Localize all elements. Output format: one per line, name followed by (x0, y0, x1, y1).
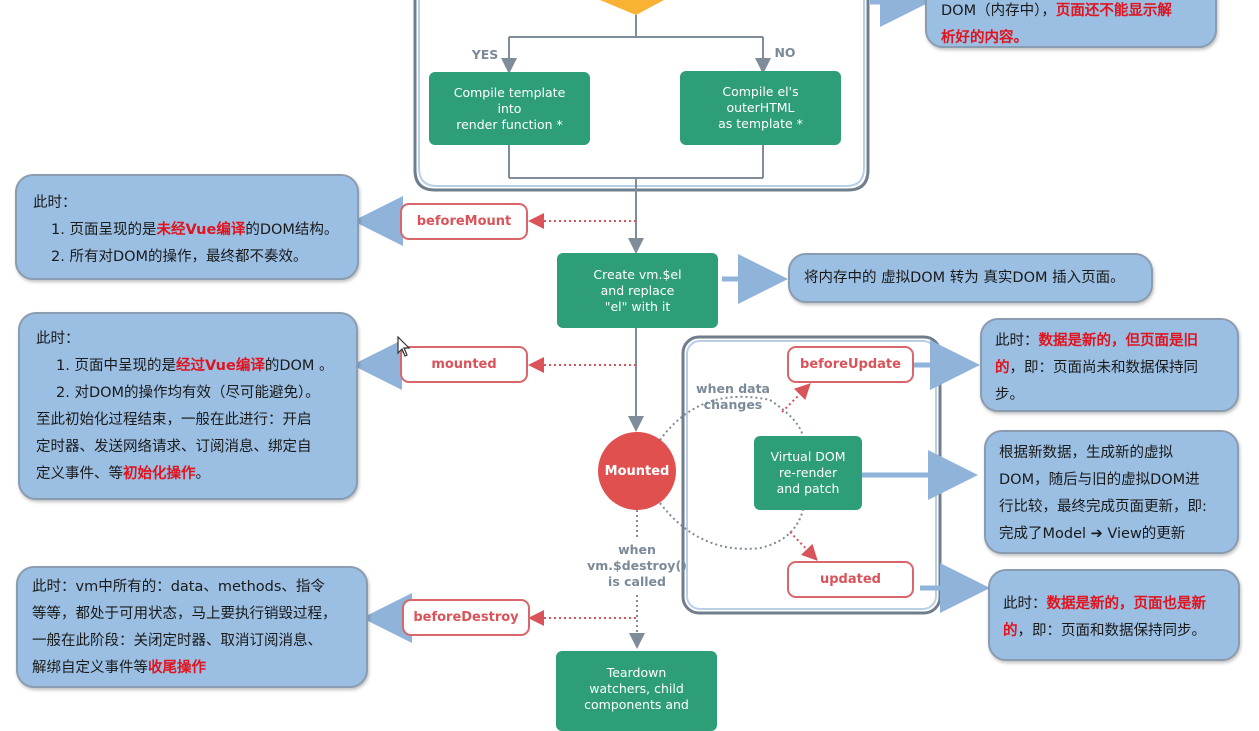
note-before-destroy: 此时：vm中所有的：data、methods、指令 等等，都处于可用状态，马上要… (16, 566, 368, 688)
note-mounted: 此时： 1. 页面中呈现的是经过Vue编译的DOM 。 2. 对DOM的操作均有… (18, 312, 358, 500)
no-label: NO (774, 45, 796, 60)
note-text: 此时： (1003, 596, 1047, 612)
note-text: 至此初始化过程结束，一般在此进行：开启 (36, 412, 312, 428)
mouse-cursor-icon (397, 336, 411, 357)
note-text: 解绑自定义事件等 (32, 660, 148, 676)
note-text: 1. 页面呈现的是 (51, 222, 157, 238)
note-text: 步。 (995, 387, 1024, 403)
hook-mounted[interactable]: mounted (400, 346, 528, 383)
note-text: ，即：页面和数据保持同步。 (1017, 623, 1207, 639)
note-text: DOM（内存中）， (941, 3, 1056, 19)
note-text: 此时：vm中所有的：data、methods、指令 (32, 579, 325, 595)
note-virtual-dom: 根据新数据，生成新的虚拟 DOM，随后与旧的虚拟DOM进 行比较，最终完成页面更… (984, 430, 1239, 554)
note-text: ，即：页面尚未和数据保持同 (1009, 360, 1199, 376)
note-emphasis: 数据是新的，但页面是旧 (1038, 333, 1199, 349)
note-text: 将内存中的 虚拟DOM 转为 真实DOM 插入页面。 (804, 270, 1125, 286)
note-text: 1. 页面中呈现的是 (56, 358, 176, 374)
note-emphasis: 未经Vue编译 (156, 222, 246, 238)
mounted-state-circle: Mounted (598, 432, 676, 510)
compile-template-box: Compile template into render function * (429, 72, 590, 145)
note-updated: 此时：数据是新的，页面也是新 的，即：页面和数据保持同步。 (988, 569, 1240, 661)
note-emphasis: 析好的内容。 (941, 30, 1028, 46)
note-text: 此时： (995, 333, 1039, 349)
note-text: 根据新数据，生成新的虚拟 (999, 445, 1173, 461)
hook-before-update[interactable]: beforeUpdate (787, 346, 914, 383)
note-text: 等等，都处于可用状态，马上要执行销毁过程， (32, 606, 337, 622)
destroy-called-label: when vm.$destroy() is called (587, 542, 687, 589)
note-emphasis: 经过Vue编译 (175, 358, 265, 374)
create-el-box: Create vm.$el and replace "el" with it (557, 253, 718, 328)
note-text: 完成了Model ➔ View的更新 (999, 526, 1186, 542)
hook-before-destroy[interactable]: beforeDestroy (402, 599, 530, 636)
note-heading: 此时： (33, 195, 77, 211)
note-emphasis: 页面还不能显示解 (1055, 3, 1172, 19)
note-heading: 此时： (36, 331, 80, 347)
note-emphasis: 初始化操作 (123, 466, 196, 482)
yes-label: YES (471, 47, 499, 62)
hook-updated[interactable]: updated (787, 561, 914, 598)
note-emphasis: 收尾操作 (148, 660, 206, 676)
note-before-mount: 此时： 1. 页面呈现的是未经Vue编译的DOM结构。 2. 所有对DOM的操作… (15, 174, 359, 280)
teardown-box: Teardown watchers, child components and (556, 651, 717, 731)
note-text: 行比较，最终完成页面更新，即: (999, 499, 1207, 515)
note-before-update: 此时：数据是新的，但页面是旧 的，即：页面尚未和数据保持同 步。 (980, 318, 1239, 412)
note-text: 的DOM 。 (264, 358, 334, 374)
note-text: 定义事件、等 (36, 466, 123, 482)
note-text: 定时器、发送网络请求、订阅消息、绑定自 (36, 439, 312, 455)
note-emphasis: 的 (995, 360, 1010, 376)
note-create-el: 将内存中的 虚拟DOM 转为 真实DOM 插入页面。 (788, 253, 1153, 303)
note-text: 2. 对DOM的操作均有效（尽可能避免）。 (56, 385, 320, 401)
compile-container (413, 0, 870, 192)
data-changes-label: when data changes (696, 381, 770, 412)
note-emphasis: 的 (1003, 623, 1018, 639)
virtual-dom-box: Virtual DOM re-render and patch (754, 436, 862, 510)
note-text: 的DOM结构。 (245, 222, 339, 238)
decision-diamond (600, 0, 664, 15)
note-compile: DOM（内存中），页面还不能显示解 析好的内容。 (925, 0, 1217, 48)
note-text: 2. 所有对DOM的操作，最终都不奏效。 (51, 249, 308, 265)
note-text: 。 (195, 466, 211, 482)
note-text: 一般在此阶段：关闭定时器、取消订阅消息、 (32, 633, 322, 649)
compile-el-box: Compile el's outerHTML as template * (680, 71, 841, 145)
note-emphasis: 数据是新的，页面也是新 (1046, 596, 1207, 612)
hook-before-mount[interactable]: beforeMount (400, 203, 528, 240)
note-text: DOM，随后与旧的虚拟DOM进 (999, 472, 1200, 488)
